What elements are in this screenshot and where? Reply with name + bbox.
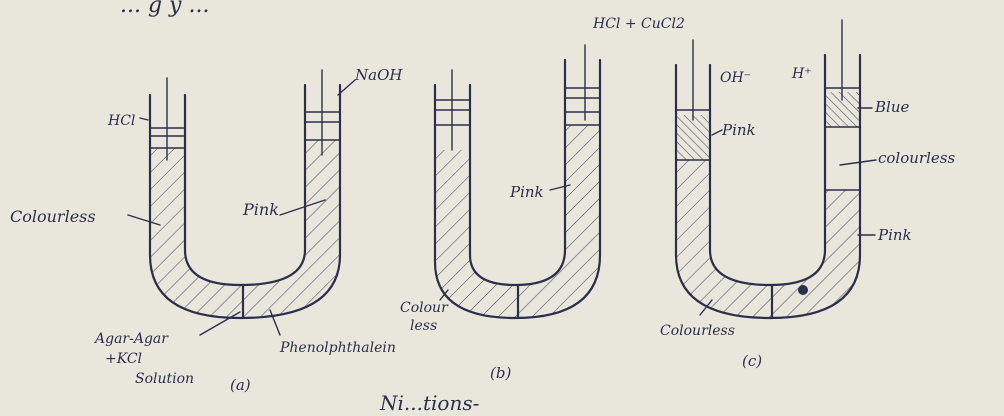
label-blue: Blue <box>874 98 909 116</box>
footer-text: Ni...tions- <box>379 391 480 412</box>
u-tube-a: HCl Colourless Pink NaOH Agar-Agar +KCl … <box>10 66 403 394</box>
label-h: H⁺ <box>791 66 812 82</box>
tube-c-inner <box>710 55 825 285</box>
label-solution: Solution <box>135 371 194 387</box>
label-oh: OH⁻ <box>720 70 751 86</box>
label-b-less: less <box>410 318 437 334</box>
tube-a-solution <box>150 140 340 318</box>
label-agar: Agar-Agar <box>93 331 169 347</box>
label-phenolphthalein: Phenolphthalein <box>279 340 396 356</box>
header-text: ... g y ... <box>120 0 209 18</box>
label-a-colourless: Colourless <box>10 207 96 226</box>
c-dark-spot <box>798 285 808 295</box>
label-hcl-cucl2: HCl + CuCl2 <box>592 16 685 32</box>
label-b-pink: Pink <box>509 183 544 201</box>
u-tube-b: HCl + CuCl2 Pink Colour less (b) <box>400 16 685 382</box>
label-c-pink-right: Pink <box>877 226 912 244</box>
label-c-pink-left: Pink <box>721 121 756 139</box>
tube-c-solution <box>676 160 860 318</box>
tube-b-inner <box>470 60 565 285</box>
tube-a-inner <box>185 85 305 285</box>
label-c: (c) <box>742 352 762 370</box>
label-b: (b) <box>490 364 511 382</box>
c-left-pink <box>676 115 710 160</box>
label-a: (a) <box>230 376 251 394</box>
label-c-colourless: colourless <box>878 149 955 167</box>
label-a-hcl: HCl <box>107 113 135 129</box>
label-naoh: NaOH <box>354 66 403 84</box>
label-a-pink: Pink <box>242 200 279 219</box>
label-kcl: +KCl <box>105 351 142 367</box>
label-b-colour: Colour <box>400 300 449 316</box>
u-tube-c: OH⁻ H⁺ Pink Blue colourless Pink Colourl… <box>660 20 955 370</box>
label-c-colourless-bottom: Colourless <box>660 323 735 339</box>
